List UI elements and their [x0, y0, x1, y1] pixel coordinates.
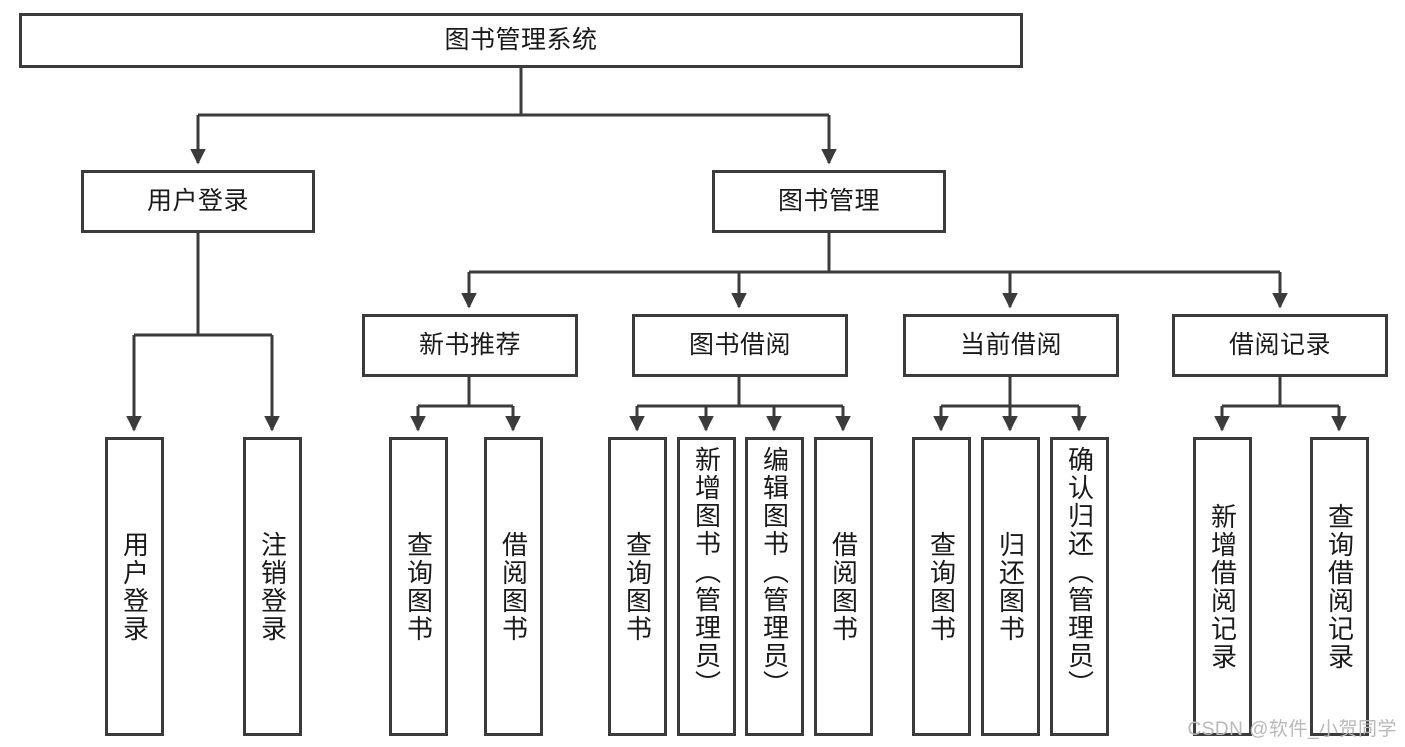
csdn-watermark: CSDN @软件_小贺同学: [1187, 719, 1397, 740]
leaf-query-book-3[interactable]: 查询图书: [912, 437, 971, 736]
node-root-label: 图书管理系统: [444, 25, 598, 54]
leaf-query-book-1[interactable]: 查询图书: [389, 437, 448, 736]
leaf-add-book-label: 新增图书（管理员）: [691, 446, 722, 698]
leaf-query-book-3-label: 查询图书: [926, 530, 957, 643]
leaf-return-book-label: 归还图书: [995, 530, 1026, 643]
node-borrow-record[interactable]: 借阅记录: [1172, 314, 1388, 377]
node-book-borrow[interactable]: 图书借阅: [632, 314, 848, 377]
leaf-borrow-book-2-label: 借阅图书: [828, 530, 859, 643]
leaf-borrow-book-1[interactable]: 借阅图书: [484, 437, 543, 736]
leaf-query-book-1-label: 查询图书: [403, 530, 434, 643]
leaf-edit-book[interactable]: 编辑图书（管理员）: [745, 437, 804, 736]
leaf-edit-book-label: 编辑图书（管理员）: [759, 446, 790, 698]
node-book-borrow-label: 图书借阅: [688, 330, 791, 359]
node-current-borrow-label: 当前借阅: [959, 330, 1062, 359]
leaf-return-book[interactable]: 归还图书: [981, 437, 1040, 736]
leaf-query-record-label: 查询借阅记录: [1324, 502, 1355, 671]
leaf-query-book-2-label: 查询图书: [622, 530, 653, 643]
leaf-borrow-book-1-label: 借阅图书: [498, 530, 529, 643]
node-root[interactable]: 图书管理系统: [19, 13, 1023, 68]
leaf-query-record[interactable]: 查询借阅记录: [1310, 437, 1369, 736]
node-new-book-rec[interactable]: 新书推荐: [362, 314, 578, 377]
node-current-borrow[interactable]: 当前借阅: [903, 314, 1119, 377]
leaf-confirm-return[interactable]: 确认归还（管理员）: [1050, 437, 1109, 736]
node-book-manage-label: 图书管理: [777, 186, 880, 215]
node-borrow-record-label: 借阅记录: [1228, 330, 1331, 359]
leaf-logout-label: 注销登录: [257, 530, 288, 643]
leaf-borrow-book-2[interactable]: 借阅图书: [814, 437, 873, 736]
node-user-login-label: 用户登录: [146, 186, 249, 215]
leaf-add-record-label: 新增借阅记录: [1207, 502, 1238, 671]
node-new-book-rec-label: 新书推荐: [418, 330, 521, 359]
node-book-manage[interactable]: 图书管理: [712, 170, 946, 233]
node-user-login[interactable]: 用户登录: [81, 170, 315, 233]
leaf-query-book-2[interactable]: 查询图书: [608, 437, 667, 736]
leaf-logout[interactable]: 注销登录: [243, 437, 302, 736]
leaf-add-book[interactable]: 新增图书（管理员）: [677, 437, 736, 736]
leaf-confirm-return-label: 确认归还（管理员）: [1064, 446, 1095, 698]
leaf-user-login[interactable]: 用户登录: [105, 437, 164, 736]
leaf-add-record[interactable]: 新增借阅记录: [1193, 437, 1252, 736]
leaf-user-login-label: 用户登录: [119, 530, 150, 643]
